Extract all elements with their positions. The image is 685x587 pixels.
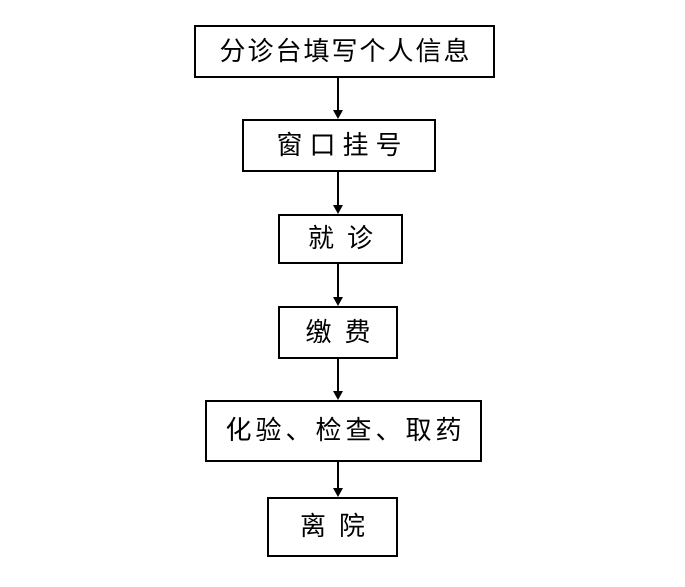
down-arrow-2 (332, 171, 344, 214)
step-window-register: 窗口挂号 (242, 119, 436, 172)
arrow-head-icon (333, 297, 343, 306)
step-label: 就诊 (307, 224, 386, 253)
arrow-line (337, 263, 339, 297)
step-see-doctor: 就诊 (278, 214, 403, 264)
arrow-line (337, 462, 339, 488)
arrow-head-icon (333, 488, 343, 497)
step-label: 分诊台填写个人信息 (219, 36, 472, 66)
arrow-head-icon (333, 391, 343, 400)
step-lab-exam-medicine: 化验、检查、取药 (205, 400, 482, 462)
step-leave-hospital: 离院 (267, 497, 398, 557)
down-arrow-1 (332, 78, 344, 119)
down-arrow-3 (332, 263, 344, 306)
arrow-line (337, 78, 339, 110)
step-label: 窗口挂号 (276, 130, 409, 160)
step-label: 化验、检查、取药 (225, 416, 466, 445)
step-triage-fill-info: 分诊台填写个人信息 (194, 25, 495, 78)
step-label: 离院 (299, 512, 378, 541)
arrow-head-icon (333, 205, 343, 214)
step-pay-fees: 缴费 (278, 306, 398, 359)
down-arrow-4 (332, 358, 344, 400)
down-arrow-5 (332, 462, 344, 497)
step-label: 缴费 (305, 317, 384, 347)
arrow-line (337, 171, 339, 205)
arrow-line (337, 358, 339, 391)
arrow-head-icon (333, 110, 343, 119)
